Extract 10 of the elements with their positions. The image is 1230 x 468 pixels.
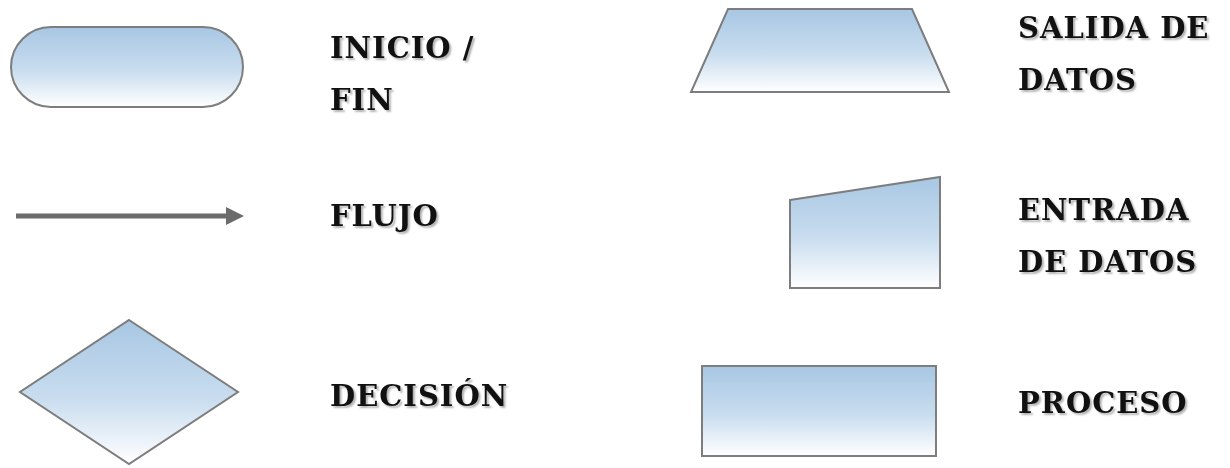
- symbol-caption: ENTRADA DE DATOS: [1018, 192, 1199, 281]
- symbol-caption: SALIDA DE DATOS: [1018, 10, 1211, 99]
- process-symbol: [700, 364, 940, 460]
- symbol-caption: PROCESO: [1018, 385, 1189, 422]
- symbol-caption: DECISIÓN: [330, 377, 510, 415]
- symbol-caption: FLUJO: [330, 198, 440, 235]
- symbol-caption: INICIO / FIN: [330, 30, 476, 119]
- decision-diamond-symbol: [18, 318, 240, 466]
- flow-arrow-icon: [14, 205, 246, 227]
- data-output-symbol: [688, 6, 952, 96]
